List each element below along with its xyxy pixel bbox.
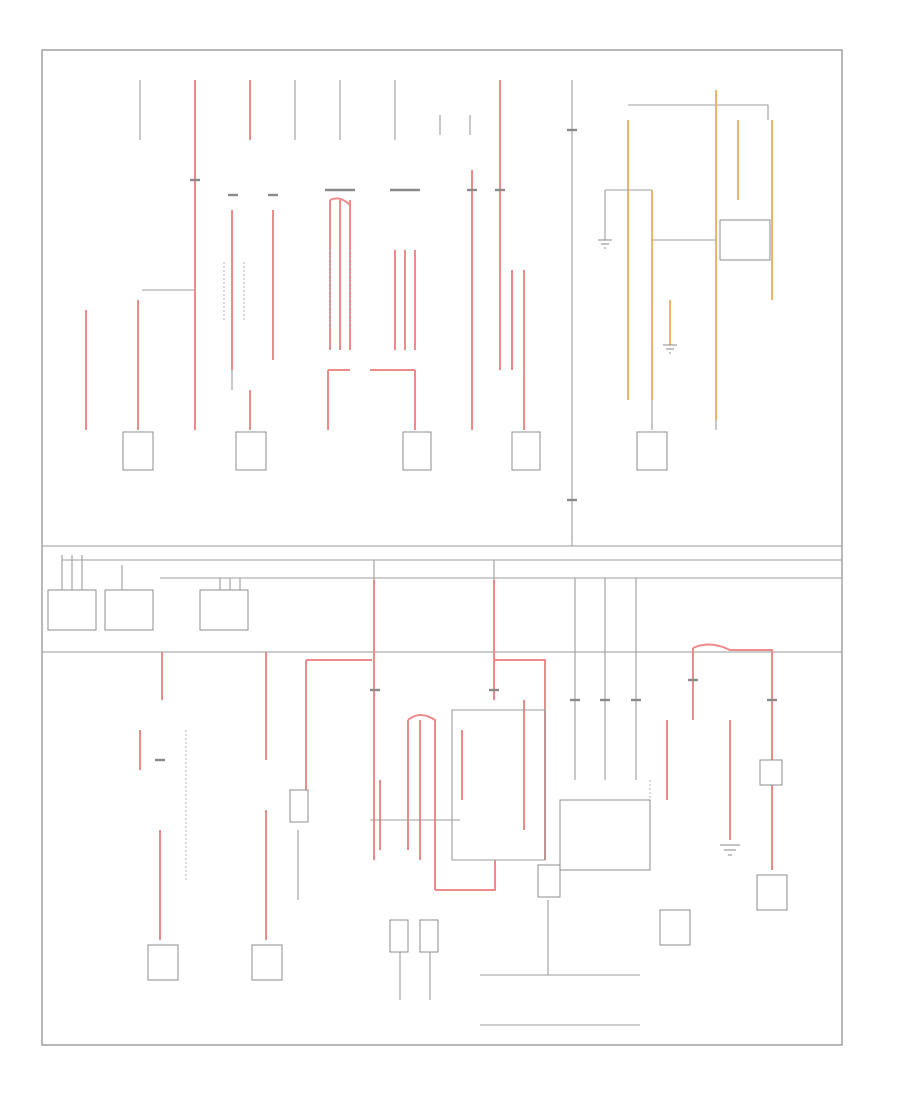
- upper-connectors: [190, 128, 577, 502]
- wire: [329, 250, 351, 330]
- module-box: [402, 431, 432, 471]
- wire: [451, 709, 546, 861]
- ground-symbol: [720, 844, 740, 856]
- module-box: [719, 219, 771, 261]
- wire: [329, 197, 351, 206]
- module-box: [199, 589, 249, 631]
- wire: [628, 104, 769, 120]
- upper-grounds: [598, 239, 677, 354]
- upper-components: [122, 219, 771, 471]
- middle-band: [47, 555, 249, 631]
- module-box: [511, 431, 541, 471]
- module-box: [251, 944, 283, 981]
- wire: [223, 262, 245, 320]
- module-box: [659, 909, 691, 946]
- wire: [61, 555, 123, 590]
- upper-left-circuits: [85, 80, 525, 430]
- module-box: [537, 864, 561, 898]
- module-box: [419, 919, 439, 953]
- module-box: [104, 589, 154, 631]
- module-box: [759, 759, 783, 786]
- wire: [494, 659, 546, 860]
- module-box: [147, 944, 179, 981]
- upper-left-ground-wires: [139, 80, 573, 540]
- wire: [407, 714, 436, 890]
- lower-components: [147, 759, 788, 981]
- wire: [399, 950, 431, 1000]
- lower-circuits: [139, 580, 773, 940]
- diagram-frame: [41, 49, 843, 1046]
- ground-symbol: [598, 239, 612, 249]
- lower-connectors: [155, 678, 777, 762]
- upper-right-circuits: [604, 90, 773, 430]
- wire: [692, 643, 773, 870]
- wire: [435, 860, 496, 891]
- module-box: [389, 919, 409, 953]
- module-box: [235, 431, 267, 471]
- module-box: [636, 431, 668, 471]
- module-box: [756, 874, 788, 911]
- lower-ground-wires: [185, 560, 651, 1026]
- ground-symbol: [663, 344, 677, 354]
- module-box: [289, 789, 309, 823]
- module-box: [47, 589, 97, 631]
- wire: [219, 578, 241, 590]
- module-box: [122, 431, 154, 471]
- module-box: [559, 799, 651, 871]
